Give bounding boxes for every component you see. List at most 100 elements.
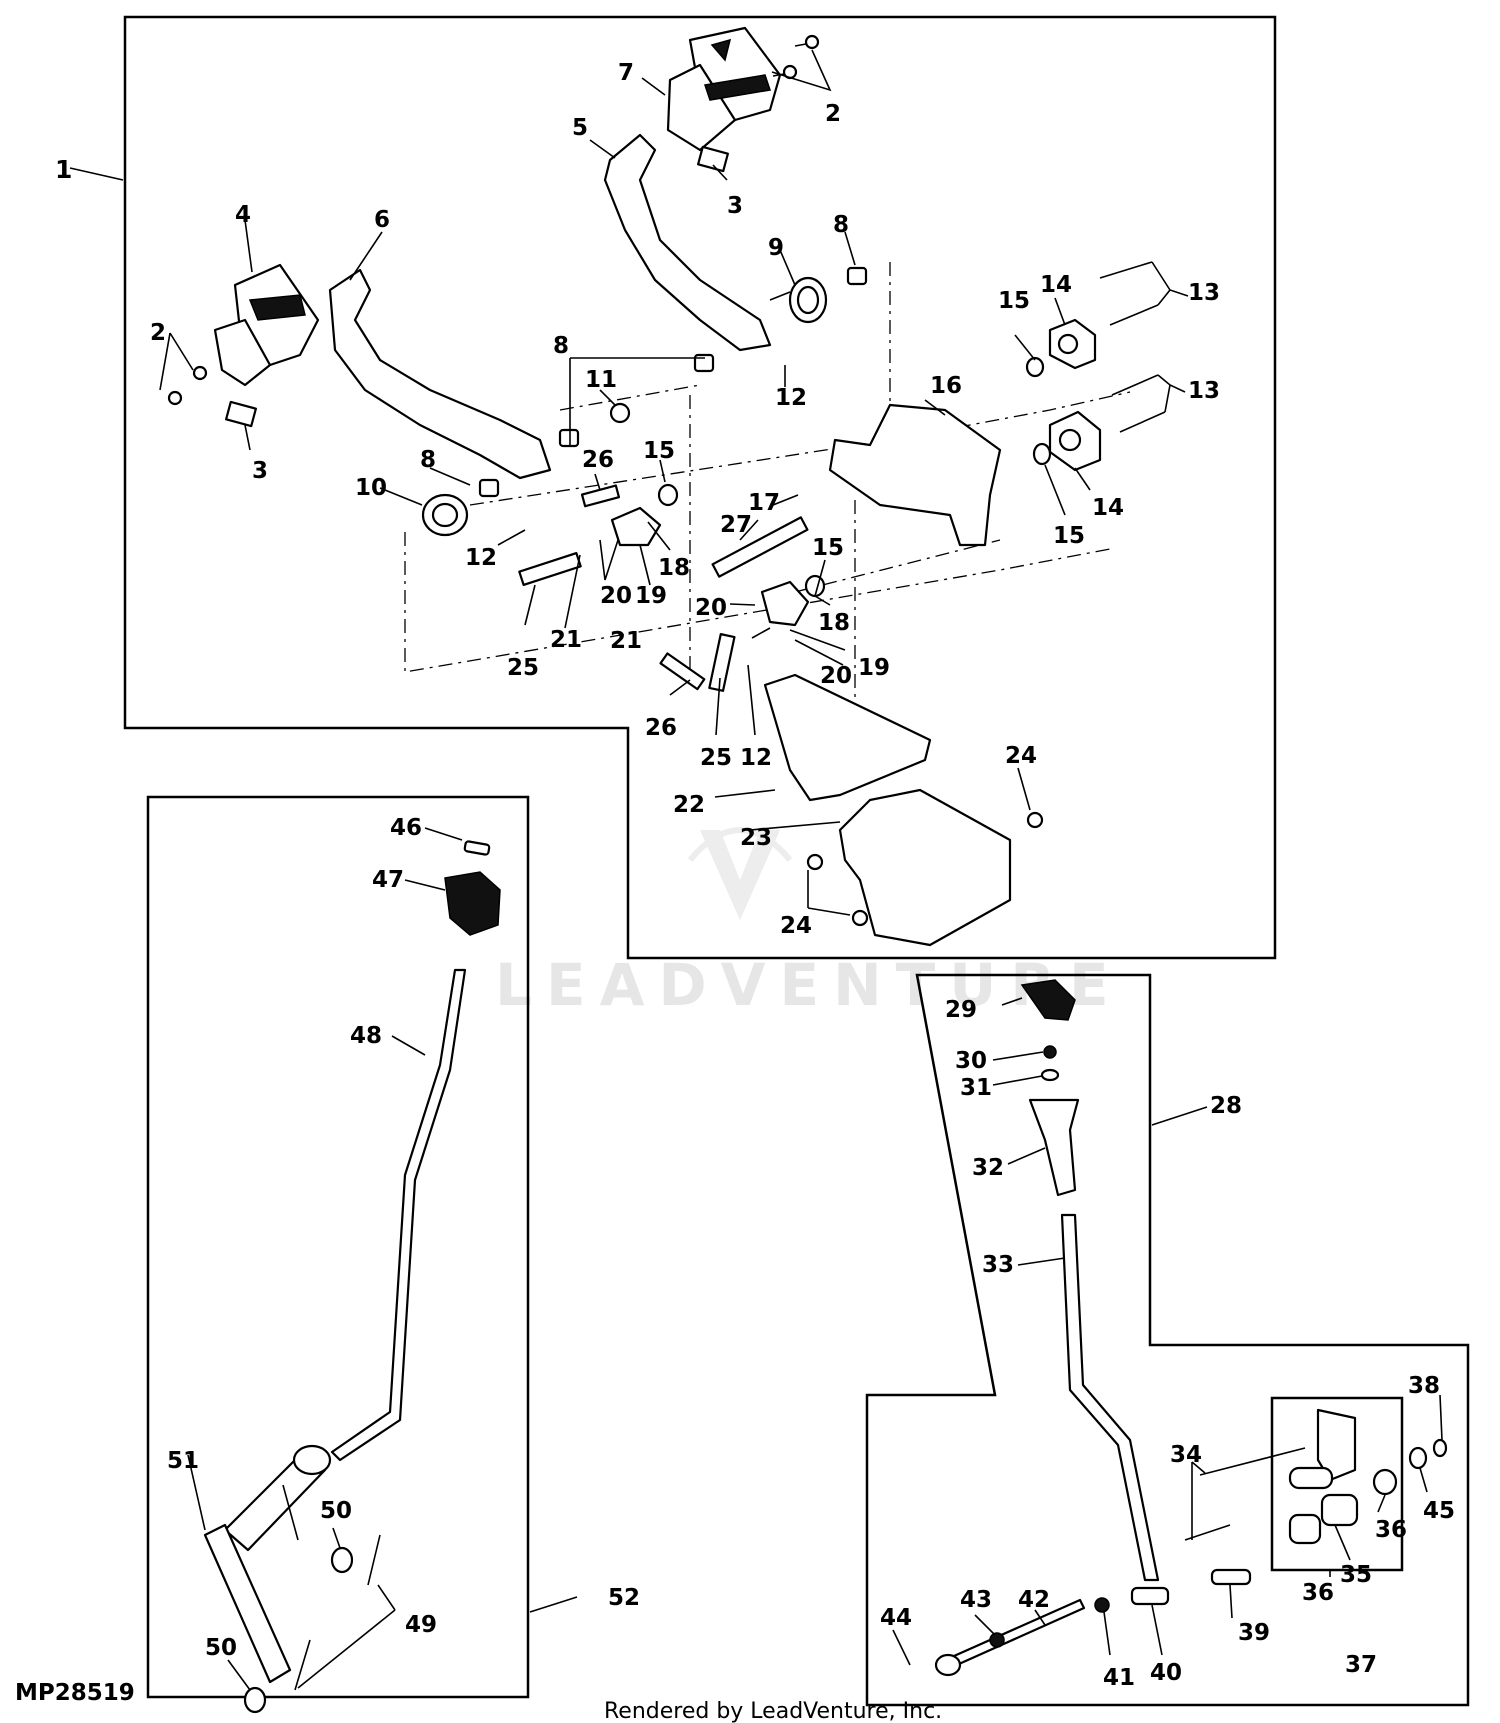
callout-11: 11 [585,367,617,393]
callout-3: 3 [252,458,268,484]
washer-11 [609,402,631,424]
callout-15: 15 [643,438,675,464]
shaft-25-right [708,633,736,692]
callout-17: 17 [748,490,780,516]
bearings-14 [1048,318,1102,472]
cover-22 [763,673,932,802]
callout-14: 14 [1040,272,1072,298]
watermark-text: LEADVENTURE [495,951,1123,1019]
callout-7: 7 [618,60,634,86]
callout-38: 38 [1408,1373,1440,1399]
spring-9 [769,276,828,324]
callout-9: 9 [768,235,784,261]
callout-52: 52 [608,1585,640,1611]
callout-35: 35 [1340,1562,1372,1588]
washers-50 [243,1546,354,1714]
callout-3: 3 [727,193,743,219]
washer-43 [989,1632,1005,1648]
callout-8: 8 [833,212,849,238]
bushing-36 [1372,1468,1398,1496]
decal-3-top [697,145,729,173]
callout-5: 5 [572,115,588,141]
callout-18: 18 [658,555,690,581]
pedal-arm-6 [328,268,552,480]
callout-19: 19 [635,583,667,609]
nut-41 [1094,1597,1110,1613]
callout-24: 24 [780,913,812,939]
bracket-35-37 [1288,1408,1359,1545]
callout-43: 43 [960,1587,992,1613]
callout-13: 13 [1188,280,1220,306]
bracket-16 [828,403,1002,547]
callout-12: 12 [775,385,807,411]
nut-30 [1043,1045,1057,1059]
pedal-arm-5 [603,133,772,352]
spring-10 [421,493,469,537]
callout-26: 26 [645,715,677,741]
rod-48 [330,968,467,1462]
diagram-id: MP28519 [15,1680,135,1706]
callout-20: 20 [695,595,727,621]
bolt-34 [1184,1447,1306,1541]
callout-10: 10 [355,475,387,501]
knob-29 [1020,979,1076,1021]
callout-4: 4 [235,202,251,228]
callout-15: 15 [998,288,1030,314]
callout-16: 16 [930,373,962,399]
plate-19-right [760,580,810,627]
clip-44 [934,1653,962,1677]
callout-15: 15 [1053,523,1085,549]
pivot-40 [1130,1586,1170,1606]
callout-25: 25 [700,745,732,771]
callout-48: 48 [350,1023,382,1049]
callout-1: 1 [55,155,72,184]
callout-36: 36 [1302,1580,1334,1606]
callout-19: 19 [858,655,890,681]
rings-15 [657,356,1052,598]
shaft-25-left [518,551,582,587]
callout-50: 50 [205,1635,237,1661]
callout-30: 30 [955,1048,987,1074]
callout-36: 36 [1375,1517,1407,1543]
screws-2-left [167,365,208,406]
callout-28: 28 [1210,1093,1242,1119]
callout-labels: 1 2 2 3 3 4 5 6 7 8 8 8 9 10 11 12 12 12… [55,60,1455,1691]
knob-47 [444,871,501,936]
callout-26: 26 [582,447,614,473]
callout-45: 45 [1423,1498,1455,1524]
leader-lines [69,49,1443,1691]
callout-8: 8 [553,333,569,359]
screws-24 [806,811,1044,927]
callout-32: 32 [972,1155,1004,1181]
callout-41: 41 [1103,1665,1135,1691]
pedal-pad-7 [666,26,782,152]
callout-46: 46 [390,815,422,841]
boot-32 [1028,1098,1080,1197]
watermark: LEADVENTURE [495,827,1123,1019]
callout-27: 27 [720,512,752,538]
pedal-pad-4 [213,263,320,387]
callout-25: 25 [507,655,539,681]
footer-credit: Rendered by LeadVenture, Inc. [604,1699,942,1723]
link-26-left [580,484,621,508]
assembly-1-frame [123,15,1277,960]
callout-33: 33 [982,1252,1014,1278]
lever-assembly-51 [203,1444,332,1684]
assembly-52-frame [146,795,530,1699]
callout-18: 18 [818,610,850,636]
pins-49 [294,1534,381,1691]
callout-47: 47 [372,867,404,893]
callout-12: 12 [465,545,497,571]
shield-23 [838,788,1012,947]
assembly-28-frame [865,973,1470,1707]
assembly-37-frame [1270,1396,1404,1572]
callout-13: 13 [1188,378,1220,404]
callout-50: 50 [320,1498,352,1524]
callout-22: 22 [673,792,705,818]
callout-20: 20 [600,583,632,609]
decal-3-left [225,400,257,428]
callout-2: 2 [825,101,841,127]
screws-2-top [772,34,820,80]
pin-39 [1210,1568,1252,1586]
